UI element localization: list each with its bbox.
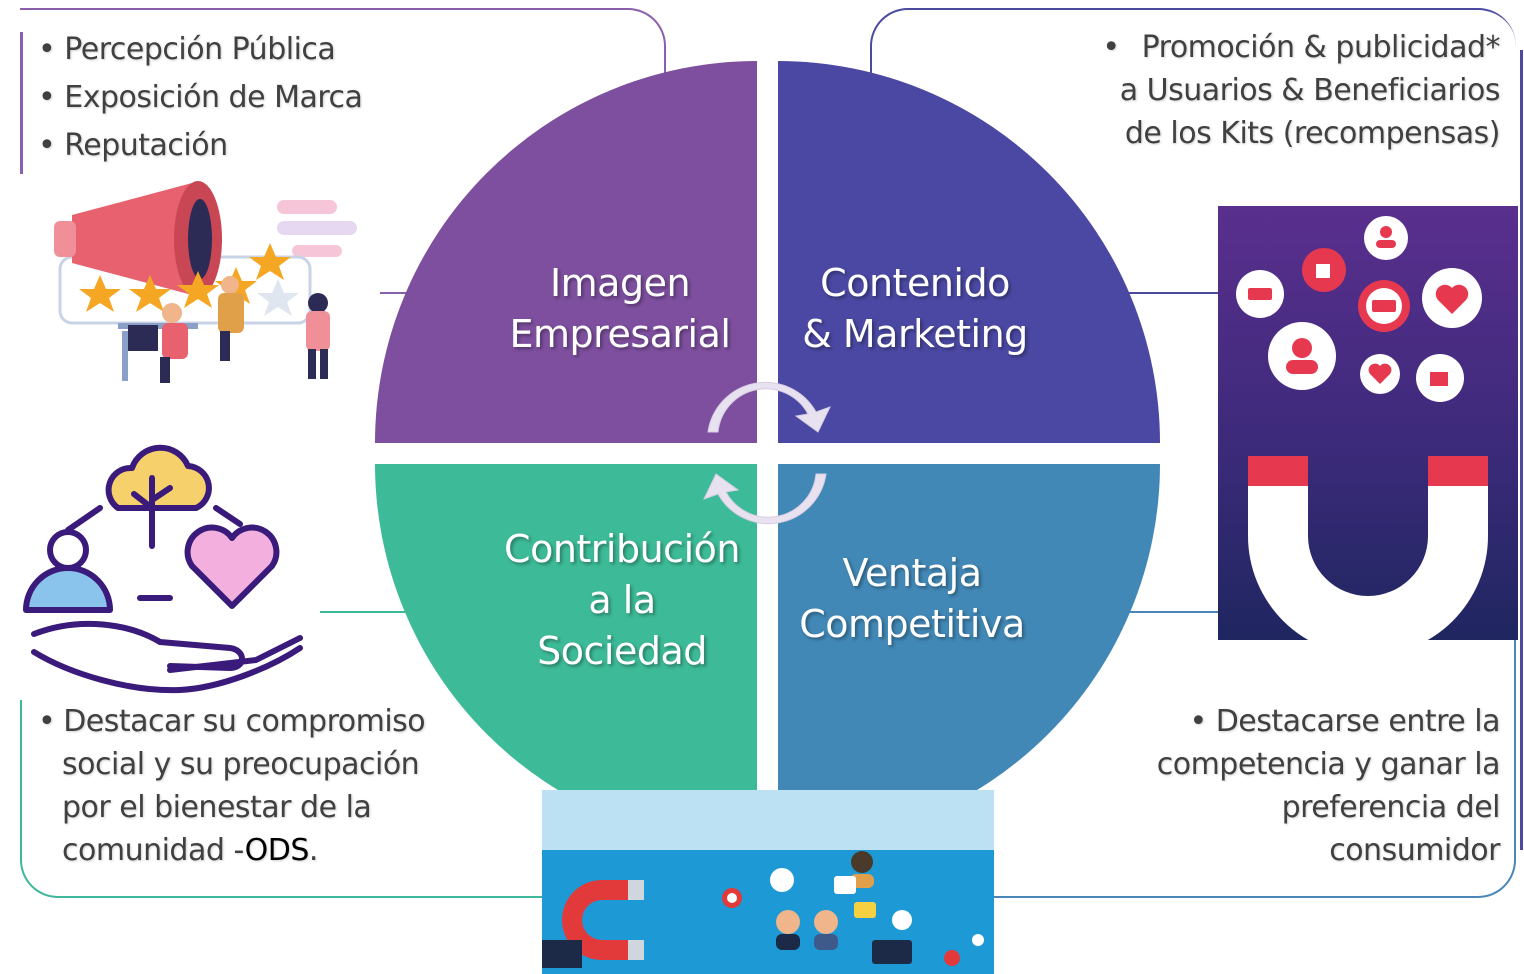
label-contribucion-line1: Contribución — [504, 527, 740, 571]
top-right-bullet: • — [1102, 30, 1120, 65]
bottom-left-line4-suffix: . — [308, 833, 319, 868]
frame-top-right-right-edge — [1520, 50, 1523, 850]
magnet-social-media-illustration — [1218, 206, 1518, 640]
bottom-left-text: •Destacar su compromiso social y su preo… — [38, 700, 458, 872]
bottom-left-line1: •Destacar su compromiso — [38, 700, 458, 743]
bottom-left-line2: social y su preocupación — [62, 747, 420, 782]
bottom-right-line2: competencia y ganar la — [1156, 747, 1501, 782]
bottom-left-bullet: • — [38, 704, 56, 739]
label-contribucion-line2: a la — [588, 578, 656, 622]
quadrant-contribucion-sociedad[interactable] — [375, 464, 757, 846]
bottom-left-line4-prefix: comunidad - — [62, 833, 245, 868]
label-ventaja-competitiva: Ventaja Competitiva — [775, 548, 1049, 650]
social-bubbles — [1236, 216, 1482, 402]
label-contribucion-line3: Sociedad — [537, 629, 707, 673]
quadrant-contenido-marketing[interactable] — [778, 61, 1160, 443]
megaphone-reviews-illustration — [22, 175, 372, 387]
megaphone-icon — [54, 181, 222, 297]
label-contribucion-sociedad: Contribución a la Sociedad — [480, 524, 764, 677]
top-right-line1-text: Promoción & publicidad* — [1141, 30, 1501, 65]
label-ventaja-line1: Ventaja — [842, 551, 982, 595]
heart-icon — [184, 524, 280, 609]
bottom-left-line1-text: Destacar su compromiso — [63, 704, 426, 739]
top-right-line2: a Usuarios & Beneficiarios — [1119, 73, 1501, 108]
list-item: • Percepción Pública — [38, 32, 336, 67]
bottom-left-line4: comunidad -ODS. — [38, 829, 458, 872]
frame-top-left-left-edge — [20, 32, 23, 174]
hand-icon — [31, 620, 303, 694]
quadrant-imagen-empresarial[interactable] — [375, 61, 757, 443]
list-item: • Reputación — [38, 128, 228, 163]
item-exposicion: Exposición de Marca — [64, 80, 363, 115]
magnet-icon — [1248, 456, 1488, 640]
bottom-right-line4: consumidor — [1329, 833, 1500, 868]
quadrant-ventaja-competitiva[interactable] — [778, 464, 1160, 846]
top-left-list: • Percepción Pública • Exposición de Mar… — [38, 26, 363, 170]
list-item: • Exposición de Marca — [38, 80, 363, 115]
top-right-text: • Promoción & publicidad* a Usuarios & Be… — [1060, 26, 1500, 155]
bottom-right-line3: preferencia del — [1281, 790, 1501, 825]
label-ventaja-line2: Competitiva — [799, 602, 1025, 646]
bottom-left-line3: por el bienestar de la — [62, 790, 372, 825]
label-contenido-line2: & Marketing — [802, 312, 1028, 356]
bottom-right-text: • Destacarse entre la competencia y gana… — [1100, 700, 1501, 872]
person-icon — [23, 565, 113, 613]
item-reputacion: Reputación — [64, 128, 228, 163]
top-right-line3: de los Kits (recompensas) — [1124, 116, 1501, 151]
label-imagen-empresarial: Imagen Empresarial — [480, 258, 760, 360]
hand-magnet-icon — [542, 880, 644, 968]
label-contenido-marketing: Contenido & Marketing — [775, 258, 1055, 360]
label-imagen-line1: Imagen — [549, 261, 691, 305]
hand-tree-heart-icon — [20, 438, 320, 700]
top-right-line1: • Promoción & publicidad* — [1060, 26, 1500, 69]
people-figures — [118, 276, 330, 383]
item-percepcion: Percepción Pública — [64, 32, 336, 67]
label-imagen-line2: Empresarial — [509, 312, 731, 356]
magnet-attracting-people-illustration — [542, 790, 994, 974]
cycle-arrows-icon — [703, 381, 831, 525]
label-contenido-line1: Contenido — [820, 261, 1010, 305]
review-bars — [277, 200, 337, 214]
social-people-icons — [722, 851, 984, 966]
ods-label: ODS — [244, 833, 310, 868]
bottom-right-line1: • Destacarse entre la — [1189, 704, 1500, 739]
